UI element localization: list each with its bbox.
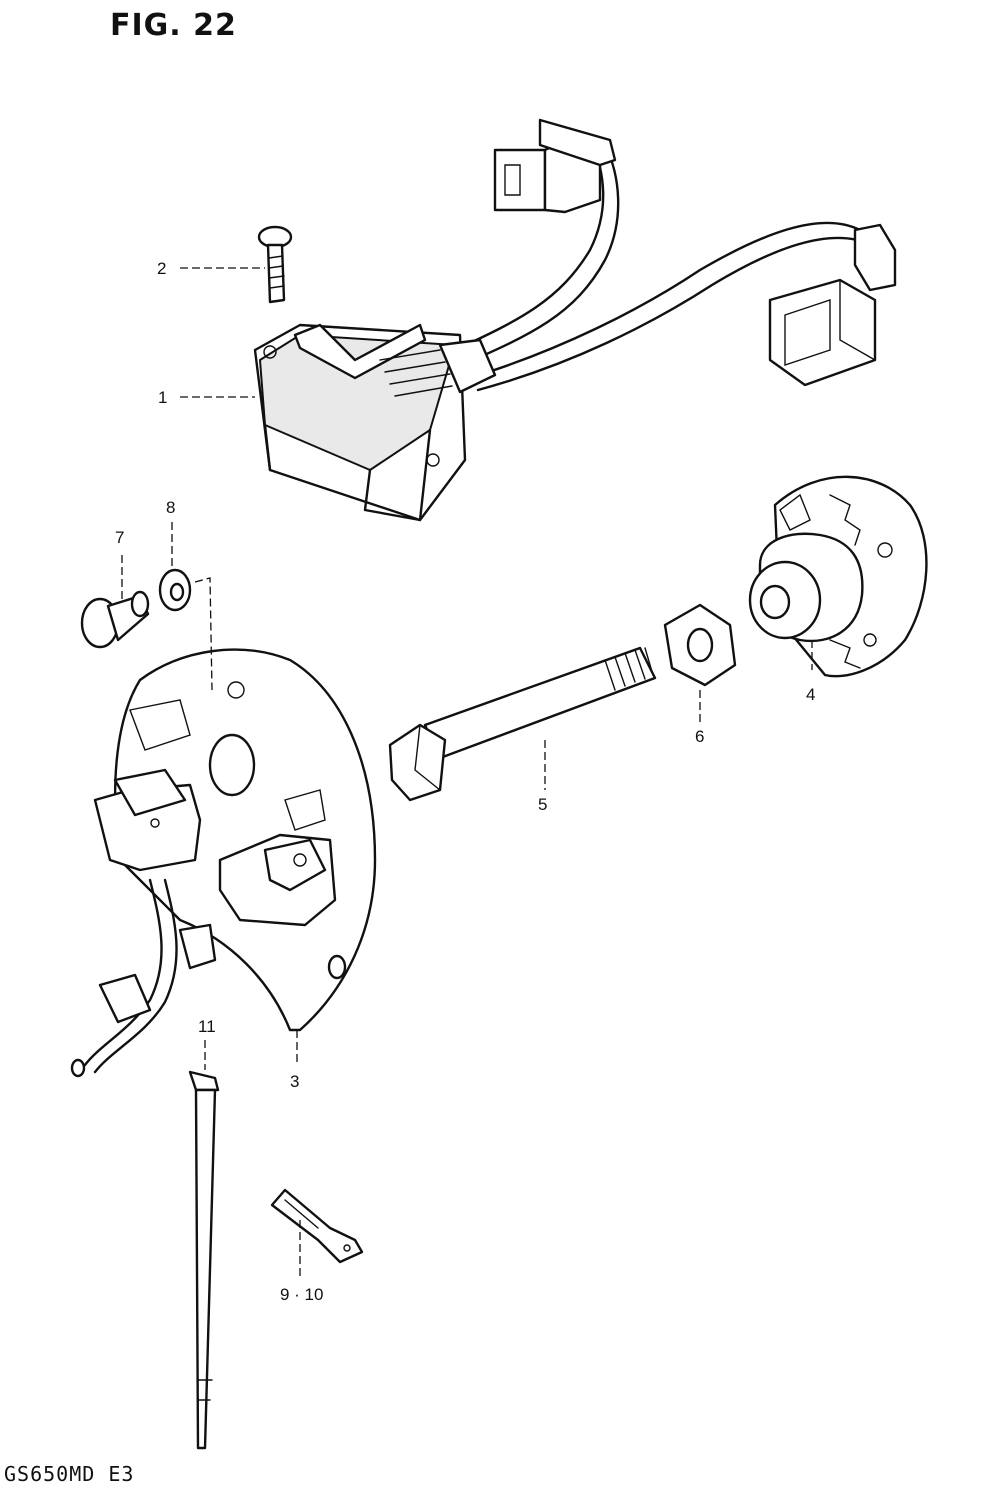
callout-11: 11 — [198, 1017, 216, 1036]
part-9-10-clamp — [270, 1188, 364, 1264]
callout-4: 4 — [806, 685, 815, 704]
callout-1: 1 — [158, 388, 167, 407]
part-7-bolt — [80, 590, 150, 649]
part-8-washer — [158, 568, 192, 612]
leader-lines — [121, 267, 813, 1280]
callout-5: 5 — [538, 795, 547, 814]
part-4-governor-advancer — [748, 475, 928, 678]
callout-6: 6 — [695, 727, 704, 746]
model-code: GS650MD E3 — [4, 1462, 135, 1486]
part-5-long-bolt — [388, 646, 657, 802]
part-11-cable-tie — [188, 1070, 220, 1450]
part-3-pickup-plate — [70, 648, 377, 1078]
part-2-screw — [257, 225, 293, 304]
callout-8: 8 — [166, 498, 175, 517]
callout-9-10: 9 · 10 — [280, 1285, 323, 1304]
callout-7: 7 — [115, 528, 124, 547]
callout-2: 2 — [157, 259, 166, 278]
figure-title: FIG. 22 — [110, 8, 237, 43]
part-1-igniter-unit — [253, 118, 897, 522]
part-6-nut — [663, 603, 737, 687]
callout-3: 3 — [290, 1072, 299, 1091]
